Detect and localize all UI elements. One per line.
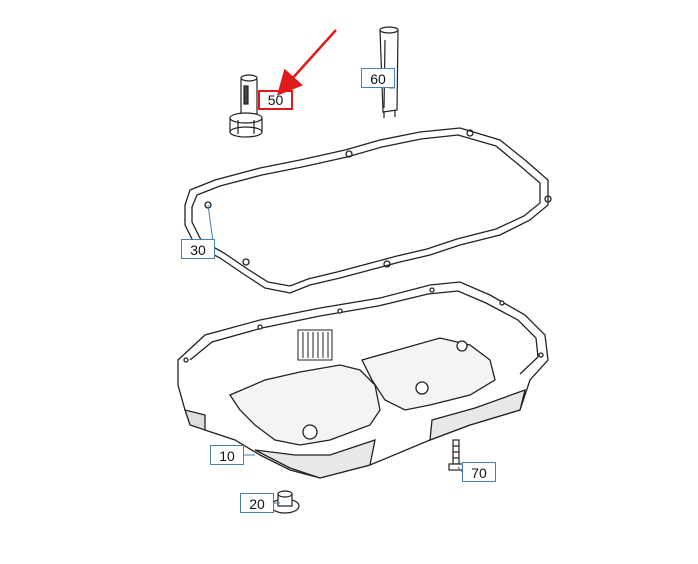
callout-60[interactable]: 60 (361, 68, 395, 88)
callout-70[interactable]: 70 (462, 462, 496, 482)
callout-20[interactable]: 20 (240, 493, 274, 513)
highlight-arrow (276, 29, 337, 96)
pan-bolt-part (448, 439, 464, 471)
drain-plug-part (270, 490, 300, 514)
connector-sleeve-part (229, 74, 263, 138)
callout-50[interactable]: 50 (258, 90, 293, 110)
callout-30[interactable]: 30 (181, 239, 215, 259)
callout-10[interactable]: 10 (210, 445, 244, 465)
oil-pan-part (177, 281, 549, 479)
pan-gasket-part (184, 127, 552, 294)
